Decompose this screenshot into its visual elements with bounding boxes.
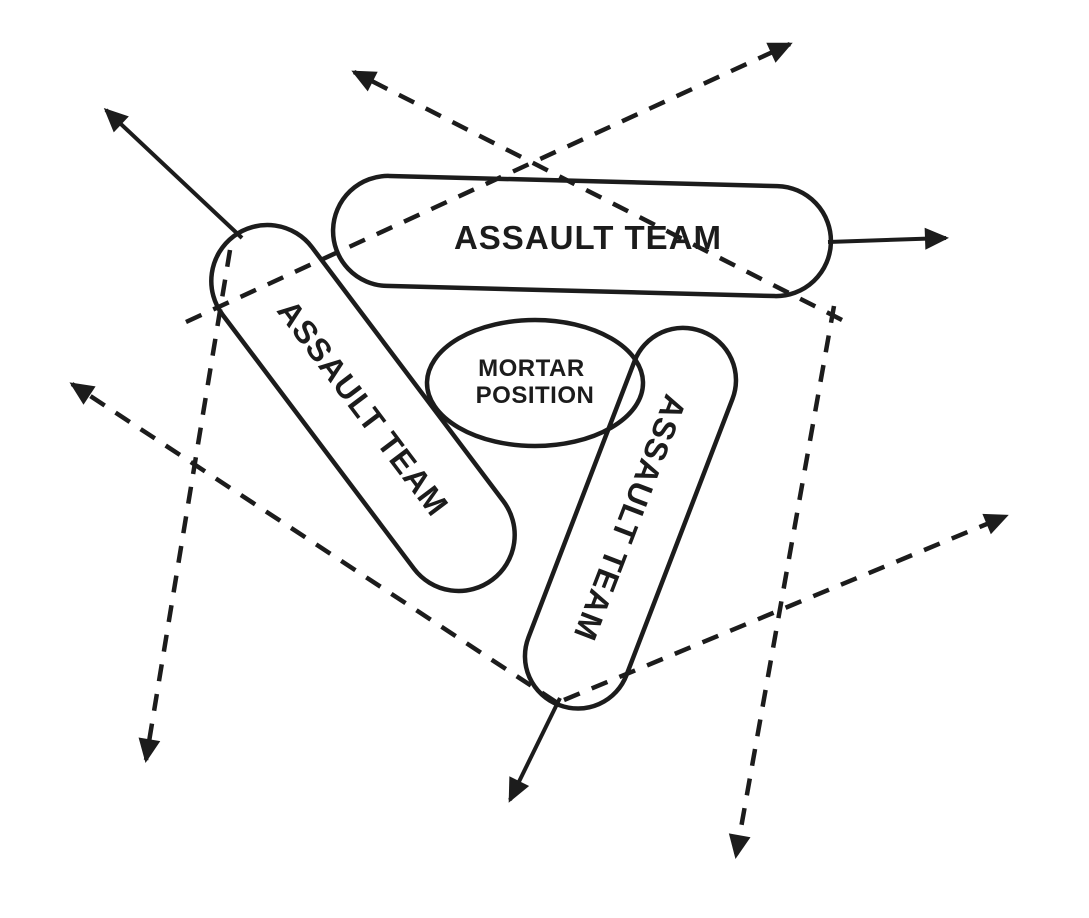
dashed-arrow-top-right (185, 41, 793, 325)
assault-team-left-oval (209, 222, 517, 594)
solid-arrow-right (827, 227, 949, 250)
mortar-position-label-line1: MORTAR (478, 355, 585, 382)
solid-arrow-upper-left (103, 107, 244, 240)
mortar-position-oval (424, 317, 646, 449)
mortar-position-label-line2: POSITION (476, 382, 595, 409)
dashed-arrow-right-up (563, 513, 1009, 703)
assault-team-top-label: ASSAULT TEAM (454, 219, 722, 256)
dashed-arrow-bottom-right-down (728, 305, 837, 859)
assault-team-right-oval (522, 325, 739, 711)
dashed-arrow-bottom-left-down (138, 249, 233, 763)
mortar-position-label: MORTAR POSITION (476, 355, 595, 409)
solid-arrow-down (508, 697, 562, 803)
assault-team-left-label: ASSAULT TEAM (270, 293, 455, 523)
dashed-arrow-left-up (69, 382, 558, 704)
assault-team-top-oval (330, 173, 834, 299)
assault-team-right-label: ASSAULT TEAM (567, 390, 694, 646)
dashed-arrow-top-left (351, 69, 844, 323)
